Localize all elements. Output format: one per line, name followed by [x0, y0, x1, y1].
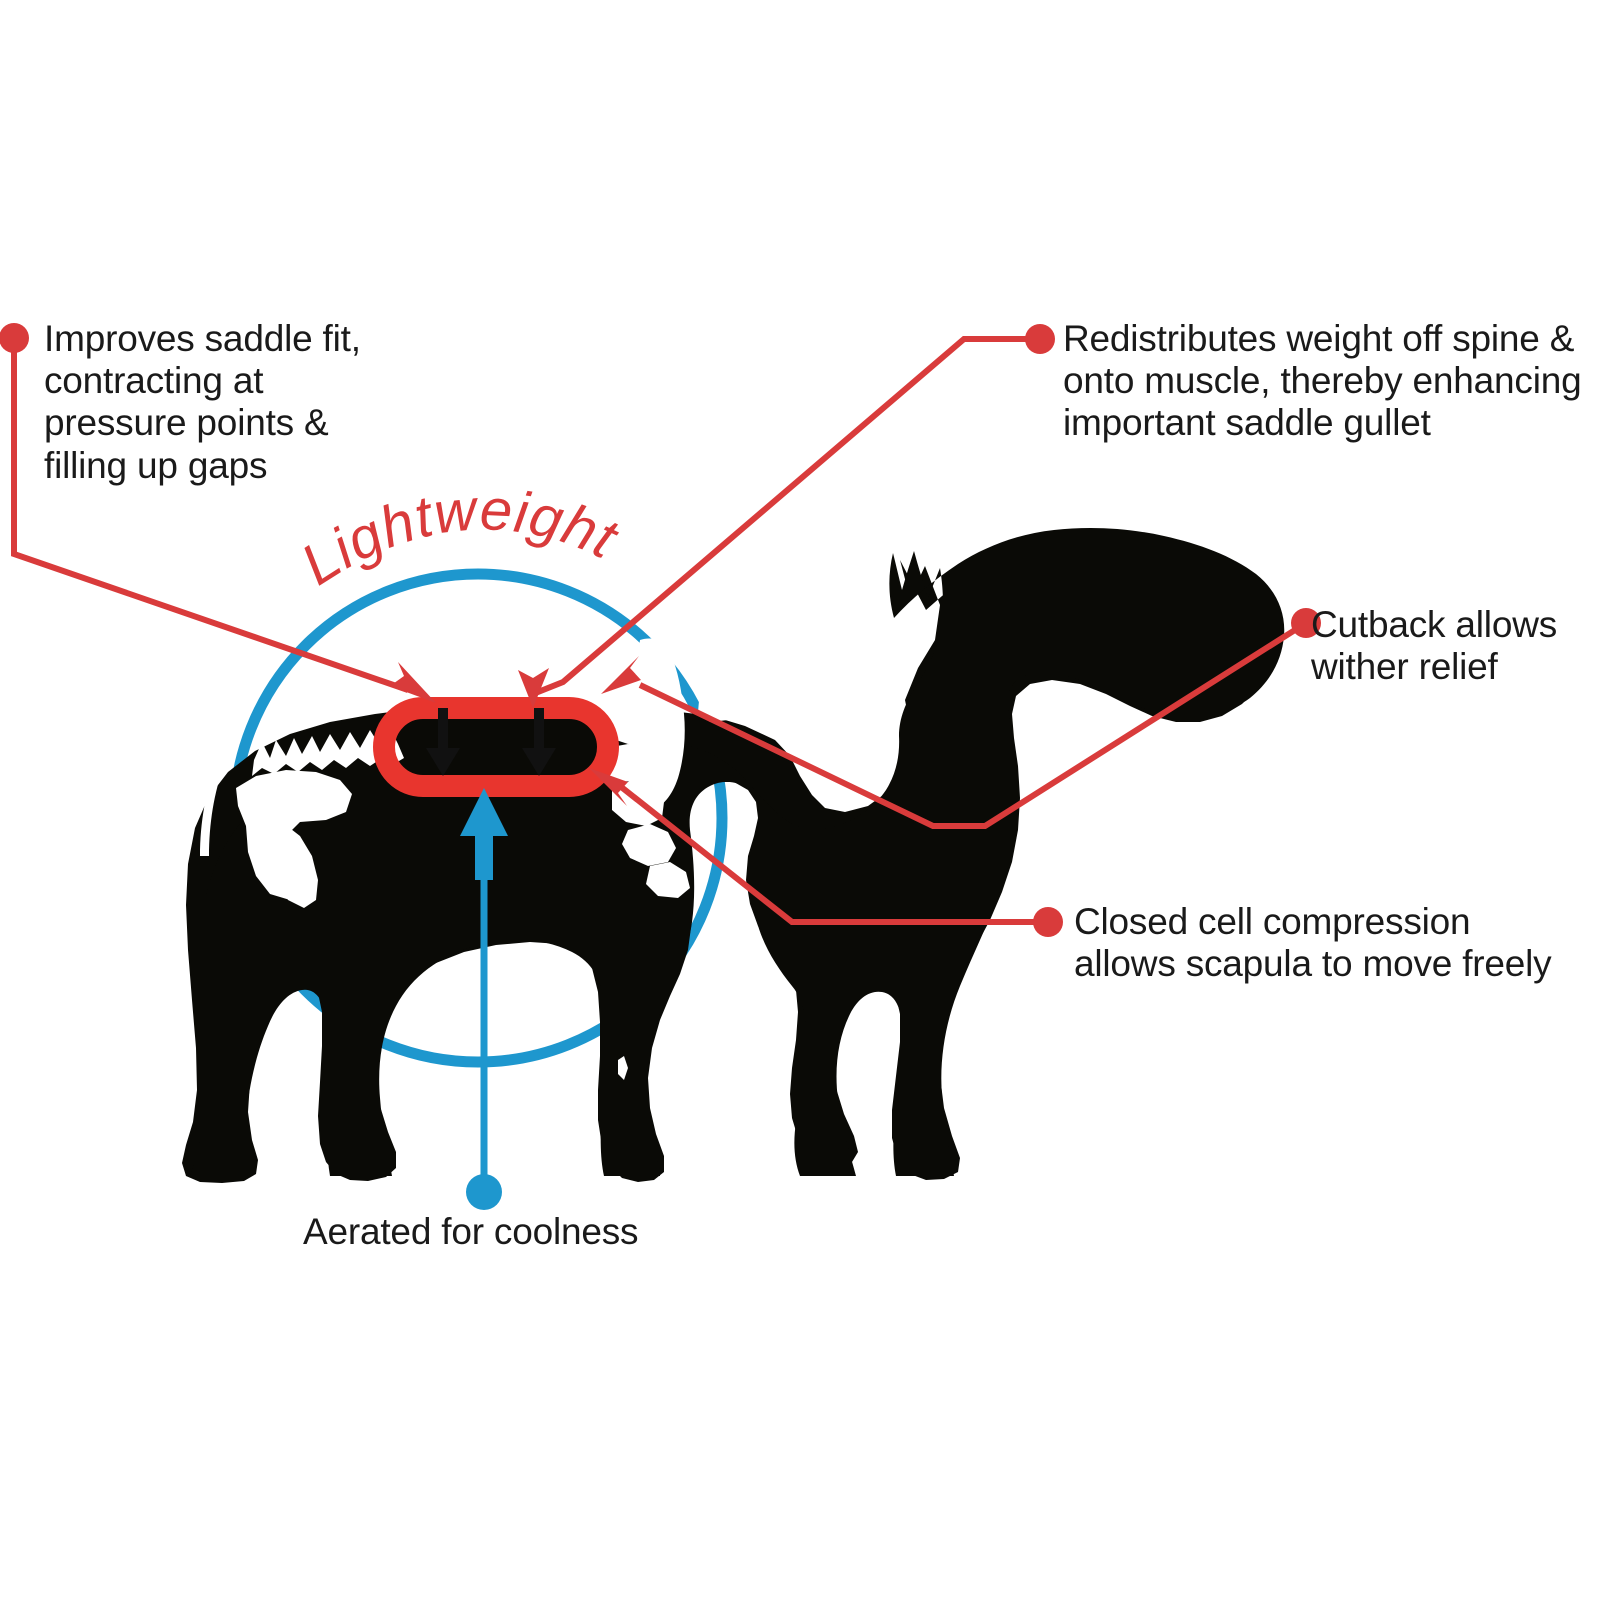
horse-body-refined	[190, 528, 1285, 1176]
callout-improves-saddle-fit: Improves saddle fit, contracting at pres…	[44, 318, 361, 486]
dot-cutback	[1291, 608, 1321, 638]
callout-cutback-wither-relief: Cutback allows wither relief	[1311, 604, 1558, 688]
leader-redistributes-weight	[531, 336, 1040, 697]
callout-arrowheads	[390, 656, 641, 806]
dot-improves-saddle-fit	[0, 323, 29, 353]
dot-redistributes-weight	[1025, 324, 1055, 354]
dot-closed-cell	[1033, 907, 1063, 937]
red-saddle-pad-outline	[373, 697, 619, 797]
callout-closed-cell-compression: Closed cell compression allows scapula t…	[1074, 901, 1552, 985]
callout-redistributes-weight: Redistributes weight off spine & onto mu…	[1063, 318, 1582, 444]
leader-improves-saddle-fit	[11, 338, 409, 693]
callout-aerated-for-coolness: Aerated for coolness	[303, 1211, 639, 1252]
upward-airflow-arrow	[460, 788, 508, 880]
dot-aerated-for-coolness	[466, 1174, 502, 1210]
leader-cutback	[638, 620, 1308, 829]
downward-pressure-arrows	[426, 708, 556, 776]
callout-dots	[0, 323, 1321, 937]
leader-closed-cell	[618, 783, 1048, 925]
airflow-indicator	[460, 788, 508, 1210]
callout-leader-lines	[11, 336, 1308, 925]
